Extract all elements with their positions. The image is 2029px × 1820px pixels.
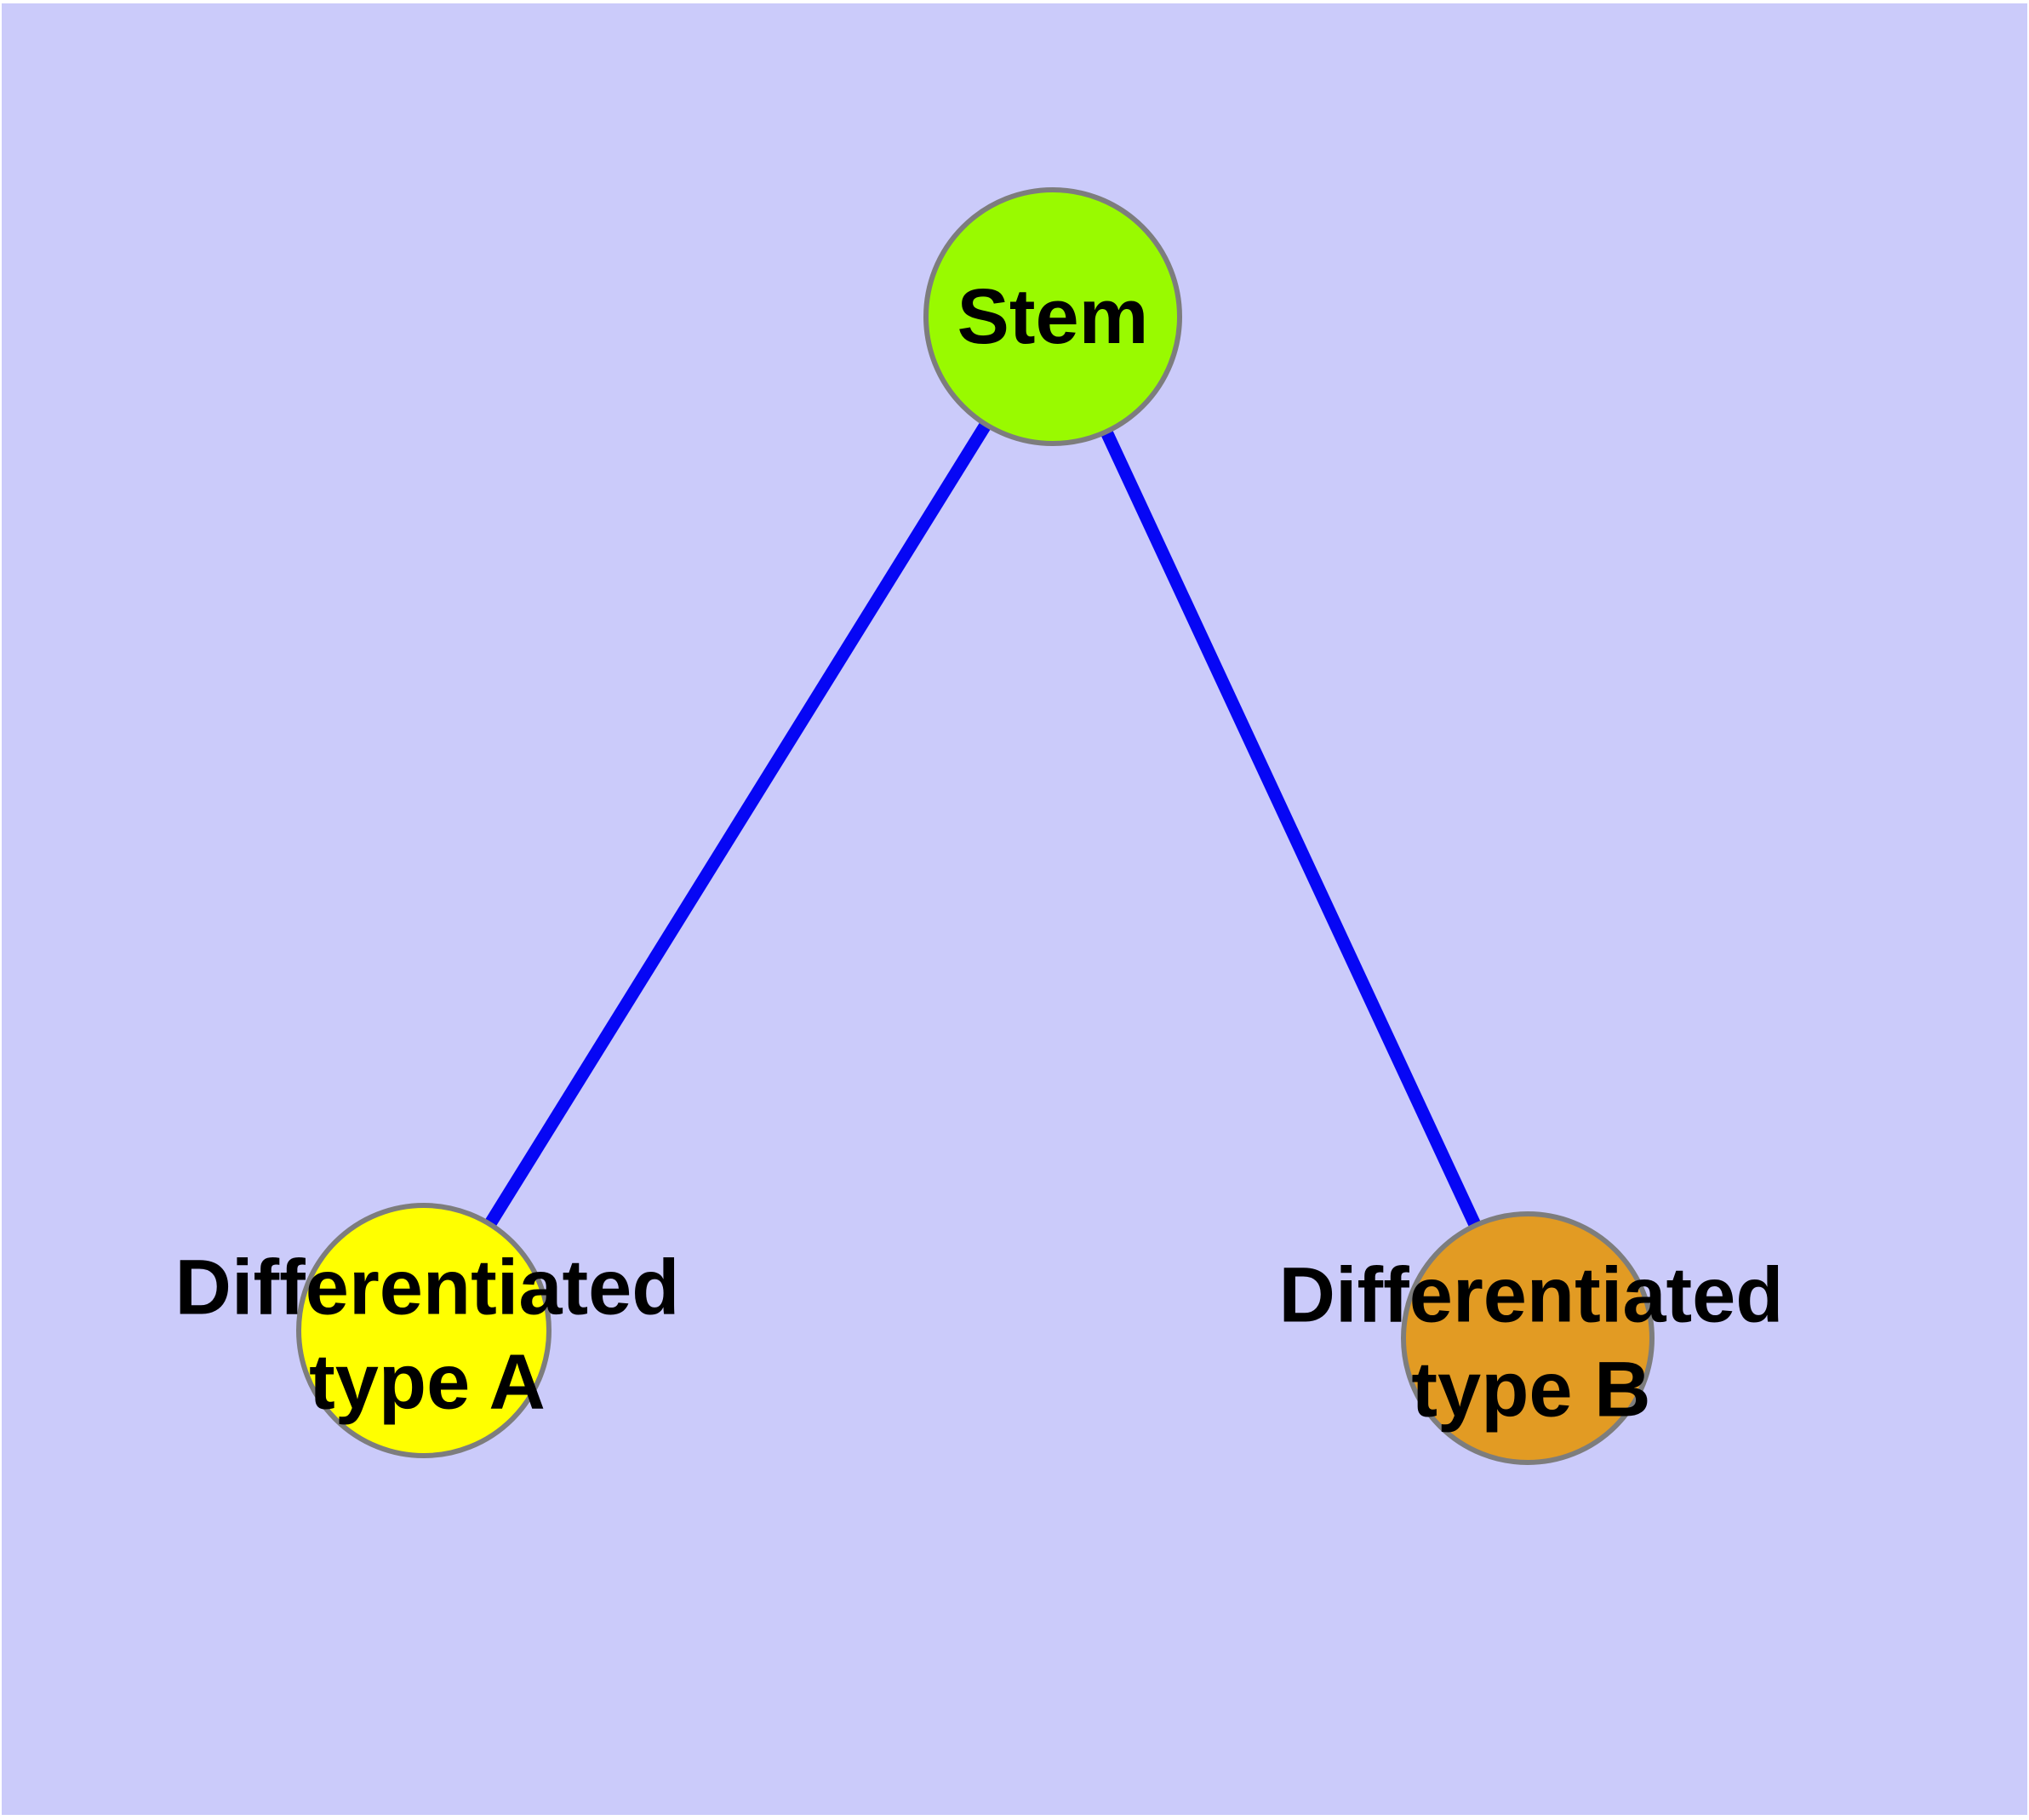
node-label-line: Differentiated — [1279, 1252, 1784, 1339]
edge-stem-to-diff-type-a — [418, 313, 1059, 1334]
node-label-line: type B — [1411, 1347, 1650, 1434]
node-diff-type-b — [1401, 1211, 1655, 1465]
node-label-line: Differentiated — [175, 1245, 680, 1331]
node-label-line: type A — [309, 1339, 546, 1426]
edge-stem-to-diff-type-b — [1047, 313, 1534, 1342]
node-label-line: Stem — [957, 273, 1149, 360]
node-diff-type-a — [296, 1203, 552, 1458]
node-stem — [923, 187, 1182, 446]
node-label-stem: Stem — [957, 273, 1149, 360]
